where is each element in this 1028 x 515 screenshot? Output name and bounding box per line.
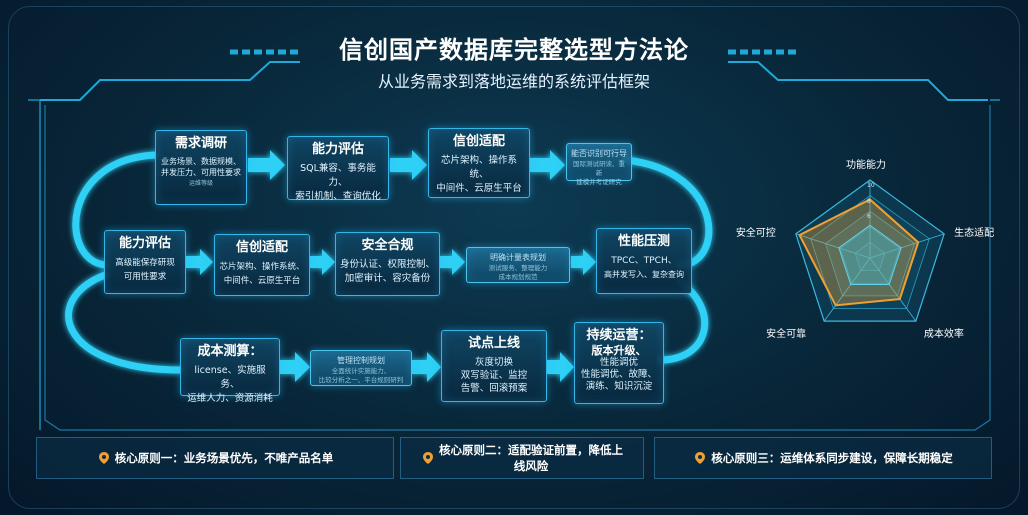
card-line: TPCC、TPCH、 <box>611 256 677 266</box>
location-pin-icon <box>695 452 706 464</box>
principle-1: 核心原则一：业务场景优先，不唯产品名单 <box>36 437 394 479</box>
card-line: 中间件、云原生平台 <box>436 183 522 194</box>
card-title: 安全合规 <box>361 238 414 253</box>
card-xinchuang-adapt-2[interactable]: 信创适配 芯片架构、操作系统、 中间件、云原生平台 <box>214 234 310 296</box>
radar-spoke <box>823 257 871 322</box>
radar-tick-label: 8 <box>867 197 871 205</box>
inner-panel <box>44 105 991 431</box>
flow-loop <box>65 151 713 374</box>
card-capability-eval[interactable]: 能力评估 SQL兼容、事务能力、 索引机制、查询优化 <box>287 136 389 202</box>
card-line: 并发压力、可用性要求 <box>161 168 241 177</box>
card-title: 明确计量表规划 <box>490 253 546 262</box>
card-line: 性能调优 <box>599 357 638 368</box>
principle-text: 核心原则二：适配验证前置，降低上线风险 <box>439 443 623 473</box>
card-line: 国际测试研读、重新 <box>573 160 625 177</box>
radar-axis-label: 安全可靠 <box>766 329 807 341</box>
card-title: 能否识别可行导 <box>571 149 627 158</box>
radar-spoke <box>869 233 945 259</box>
card-blurred-1[interactable]: 能否识别可行导 国际测试研读、重新 建模并考证研究 <box>566 143 632 186</box>
card-cost-estimate[interactable]: 成本测算： license、实施服务、 运维人力、资源消耗 <box>180 338 280 404</box>
radar-axis-label: 成本效率 <box>923 329 964 341</box>
radar-spoke <box>795 233 871 259</box>
radar-axis-label: 功能能力 <box>846 160 886 171</box>
card-title: 能力评估 <box>311 142 364 157</box>
card-line: 高并发写入、复杂查询 <box>604 270 684 279</box>
outer-frame <box>8 6 1020 509</box>
card-title: 性能压测 <box>617 234 670 249</box>
card-line: 业务场景、数据规模、 <box>161 157 241 166</box>
location-pin-icon <box>423 452 433 464</box>
card-line: 运维人力、资源消耗 <box>187 393 273 404</box>
radar-chart <box>795 179 945 322</box>
card-blurred-3[interactable]: 管理控制规划 全面统计实施能力、 比较分析之一、平台规则研判 <box>310 350 412 386</box>
header-decoration <box>40 49 988 101</box>
card-line: 可用性要求 <box>123 272 167 282</box>
card-xinchuang-adapt-1[interactable]: 信创适配 芯片架构、操作系统、 中间件、云原生平台 <box>428 128 530 198</box>
card-requirement-research[interactable]: 需求调研 业务场景、数据规模、 并发压力、可用性要求 运维等级 <box>155 130 247 205</box>
principle-text: 核心原则三：运维体系同步建设，保障长期稳定 <box>711 451 953 465</box>
card-title: 需求调研 <box>174 136 227 151</box>
radar-tick-label: 6 <box>867 213 871 221</box>
card-line: 加密审计、容灾备份 <box>344 273 431 284</box>
card-performance-test[interactable]: 性能压测 TPCC、TPCH、 高并发写入、复杂查询 <box>596 228 692 294</box>
flow-arrows <box>186 150 596 382</box>
card-title: 能力评估 <box>118 236 171 251</box>
radar-spoke <box>869 257 917 322</box>
card-line: 版本升级、 <box>591 344 647 357</box>
card-capability-review[interactable]: 能力评估 高级能保存研现 可用性要求 <box>104 230 186 294</box>
card-title: 试点上线 <box>467 336 520 351</box>
card-line: 双写验证、监控 <box>460 370 528 381</box>
card-line: 比较分析之一、平台规则研判 <box>318 376 404 384</box>
card-security-compliance[interactable]: 安全合规 身份认证、权限控制、 加密审计、容灾备份 <box>335 232 440 296</box>
card-line: SQL兼容、事务能力、 <box>300 163 376 188</box>
card-line: 身份认证、权限控制、 <box>340 259 436 270</box>
card-line: 演练、知识沉淀 <box>585 381 653 392</box>
card-title: 信创适配 <box>235 240 288 255</box>
card-line: 芯片架构、操作系统、 <box>440 155 517 180</box>
card-line: 运维等级 <box>188 180 213 187</box>
card-line: 中间件、云原生平台 <box>223 276 301 286</box>
radar-core <box>838 224 902 286</box>
card-pilot-launch[interactable]: 试点上线 灰度切换 双写验证、监控 告警、回滚预案 <box>441 330 547 402</box>
card-line: 高级能保存研现 <box>115 258 175 268</box>
card-title: 信创适配 <box>452 134 505 149</box>
card-line: 灰度切换 <box>474 357 513 368</box>
radar-series <box>798 198 920 307</box>
card-continuous-ops[interactable]: 持续运营： 版本升级、 性能调优 性能调优、故障、 演练、知识沉淀 <box>574 322 664 404</box>
card-line: 测试服务、整理能力 <box>488 264 548 272</box>
card-line: license、实施服务、 <box>194 365 266 390</box>
card-line: 性能调优、故障、 <box>580 369 657 380</box>
location-pin-icon <box>98 452 109 464</box>
page-subtitle: 从业务需求到落地运维的系统评估框架 <box>377 72 650 91</box>
card-title: 管理控制规划 <box>337 356 385 365</box>
radar-tick-label: 10 <box>867 182 875 189</box>
principle-3: 核心原则三：运维体系同步建设，保障长期稳定 <box>654 437 992 479</box>
card-blurred-2[interactable]: 明确计量表规划 测试服务、整理能力 成本规划规范 <box>466 247 570 283</box>
card-title: 持续运营： <box>586 328 652 343</box>
principle-2: 核心原则二：适配验证前置，降低上线风险 <box>400 437 644 479</box>
page-title: 信创国产数据库完整选型方法论 <box>339 36 689 64</box>
radar-axis-label: 安全可控 <box>735 227 776 239</box>
card-line: 全面统计实施能力、 <box>331 367 391 375</box>
card-line: 芯片架构、操作系统、 <box>219 262 305 272</box>
card-line: 建模并考证研究 <box>576 178 622 186</box>
card-title: 成本测算： <box>197 344 263 359</box>
card-line: 成本规划规范 <box>498 273 538 281</box>
card-line: 告警、回滚预案 <box>460 383 528 394</box>
card-line: 索引机制、查询优化 <box>295 191 381 202</box>
principle-text: 核心原则一：业务场景优先，不唯产品名单 <box>114 451 334 465</box>
radar-axis-label: 生态适配 <box>954 227 995 239</box>
